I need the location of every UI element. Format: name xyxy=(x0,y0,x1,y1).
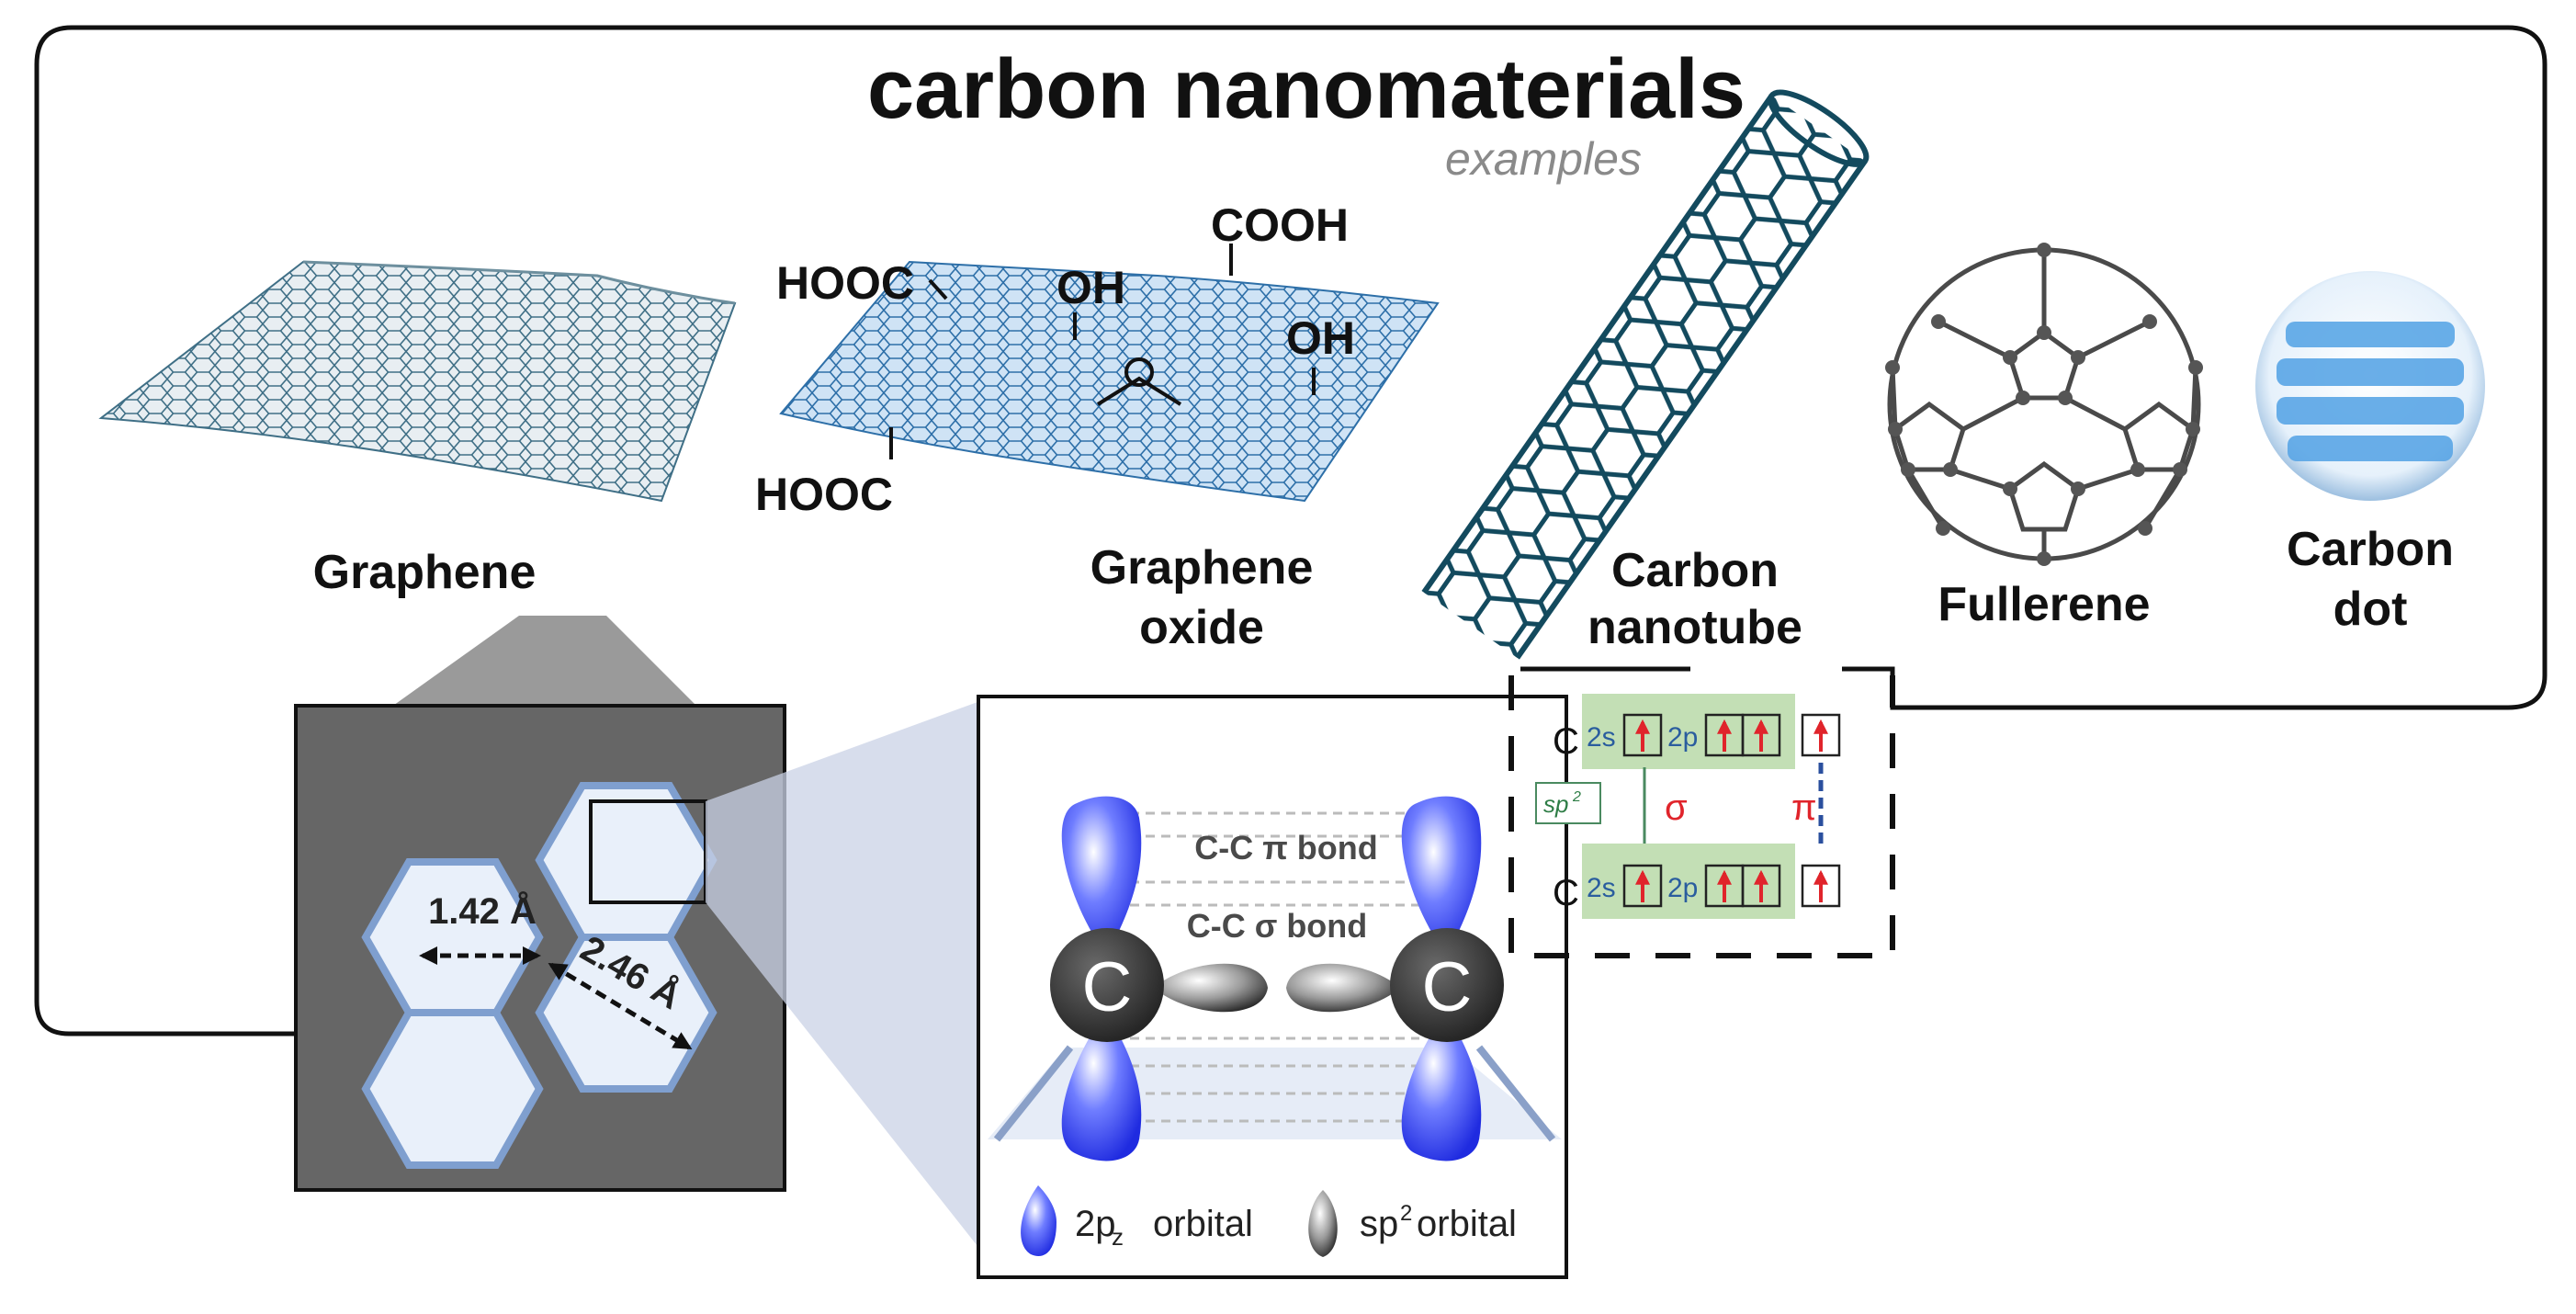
pi-bond-label: C-C π bond xyxy=(1194,829,1378,867)
orbital-atom-top: C xyxy=(1553,721,1579,762)
legend-sp2-text: orbital xyxy=(1417,1204,1517,1244)
fullerene-illustration xyxy=(1885,243,2203,566)
graphene-oxide-illustration xyxy=(779,244,1440,503)
zoom-funnel-lattice xyxy=(706,698,988,1259)
orbital-2s-bottom: 2s xyxy=(1587,873,1616,903)
carbon-atom-left xyxy=(1050,928,1164,1042)
orbital-inset-dashes xyxy=(1508,675,1895,958)
legend-pz-text: orbital xyxy=(1153,1204,1253,1244)
figure-title: carbon nanomaterials xyxy=(867,42,1746,136)
legend-pz-prefix: 2p xyxy=(1075,1204,1116,1244)
orbital-sigma: σ xyxy=(1665,787,1688,828)
legend-sp2-sup: 2 xyxy=(1400,1201,1412,1226)
label-carbon-nanotube-2: nanotube xyxy=(1587,601,1802,654)
label-carbon-nanotube-1: Carbon xyxy=(1611,544,1779,597)
carbon-dot-illustration xyxy=(2255,271,2485,501)
pi-dashes xyxy=(1130,811,1419,1123)
orbital-diagram xyxy=(1535,694,1841,919)
bond-length-label: 1.42 Å xyxy=(428,890,537,932)
carbon-symbol-right: C xyxy=(1422,948,1473,1026)
orbital-sp-sup: 2 xyxy=(1572,789,1581,805)
legend-sp2-prefix: sp xyxy=(1360,1204,1398,1244)
orbital-2p-bottom: 2p xyxy=(1667,873,1698,903)
legend-pz-sub: z xyxy=(1112,1223,1124,1251)
orbital-2s-top: 2s xyxy=(1587,722,1616,753)
label-carbon-dot-2: dot xyxy=(2333,583,2408,636)
outer-frame xyxy=(34,25,2548,1036)
group-oh-right: OH xyxy=(1286,312,1355,364)
orbital-atom-bottom: C xyxy=(1553,873,1579,913)
carbon-symbol-left: C xyxy=(1082,948,1133,1026)
group-hooc-bottom: HOOC xyxy=(755,469,893,520)
group-oh-left: OH xyxy=(1056,262,1125,313)
graphene-illustration xyxy=(98,260,737,503)
orbital-sp-label: sp xyxy=(1543,790,1568,818)
figure-subtitle: examples xyxy=(1445,133,1642,185)
label-fullerene: Fullerene xyxy=(1938,578,2150,631)
carbon-nanotube-illustration xyxy=(1421,89,1870,660)
legend-sp2-icon xyxy=(1308,1190,1338,1257)
carbon-atom-right xyxy=(1390,928,1504,1042)
legend-pz-icon xyxy=(1021,1185,1056,1256)
sigma-bond-label: C-C σ bond xyxy=(1187,907,1368,945)
group-cooh: COOH xyxy=(1211,199,1349,251)
group-hooc-top: HOOC xyxy=(776,257,914,309)
label-graphene: Graphene xyxy=(313,546,537,599)
sp2-orbitals xyxy=(1153,963,1401,1013)
label-graphene-oxide-2: oxide xyxy=(1139,601,1264,654)
zoom-funnel-graphene xyxy=(390,616,698,708)
pz-orbital-right xyxy=(1401,796,1482,1161)
pz-orbital-left xyxy=(1061,796,1142,1161)
label-graphene-oxide-1: Graphene xyxy=(1090,541,1314,595)
orbital-pi: π xyxy=(1791,787,1817,828)
orbital-2p-top: 2p xyxy=(1667,722,1698,753)
label-carbon-dot-1: Carbon xyxy=(2287,523,2454,576)
